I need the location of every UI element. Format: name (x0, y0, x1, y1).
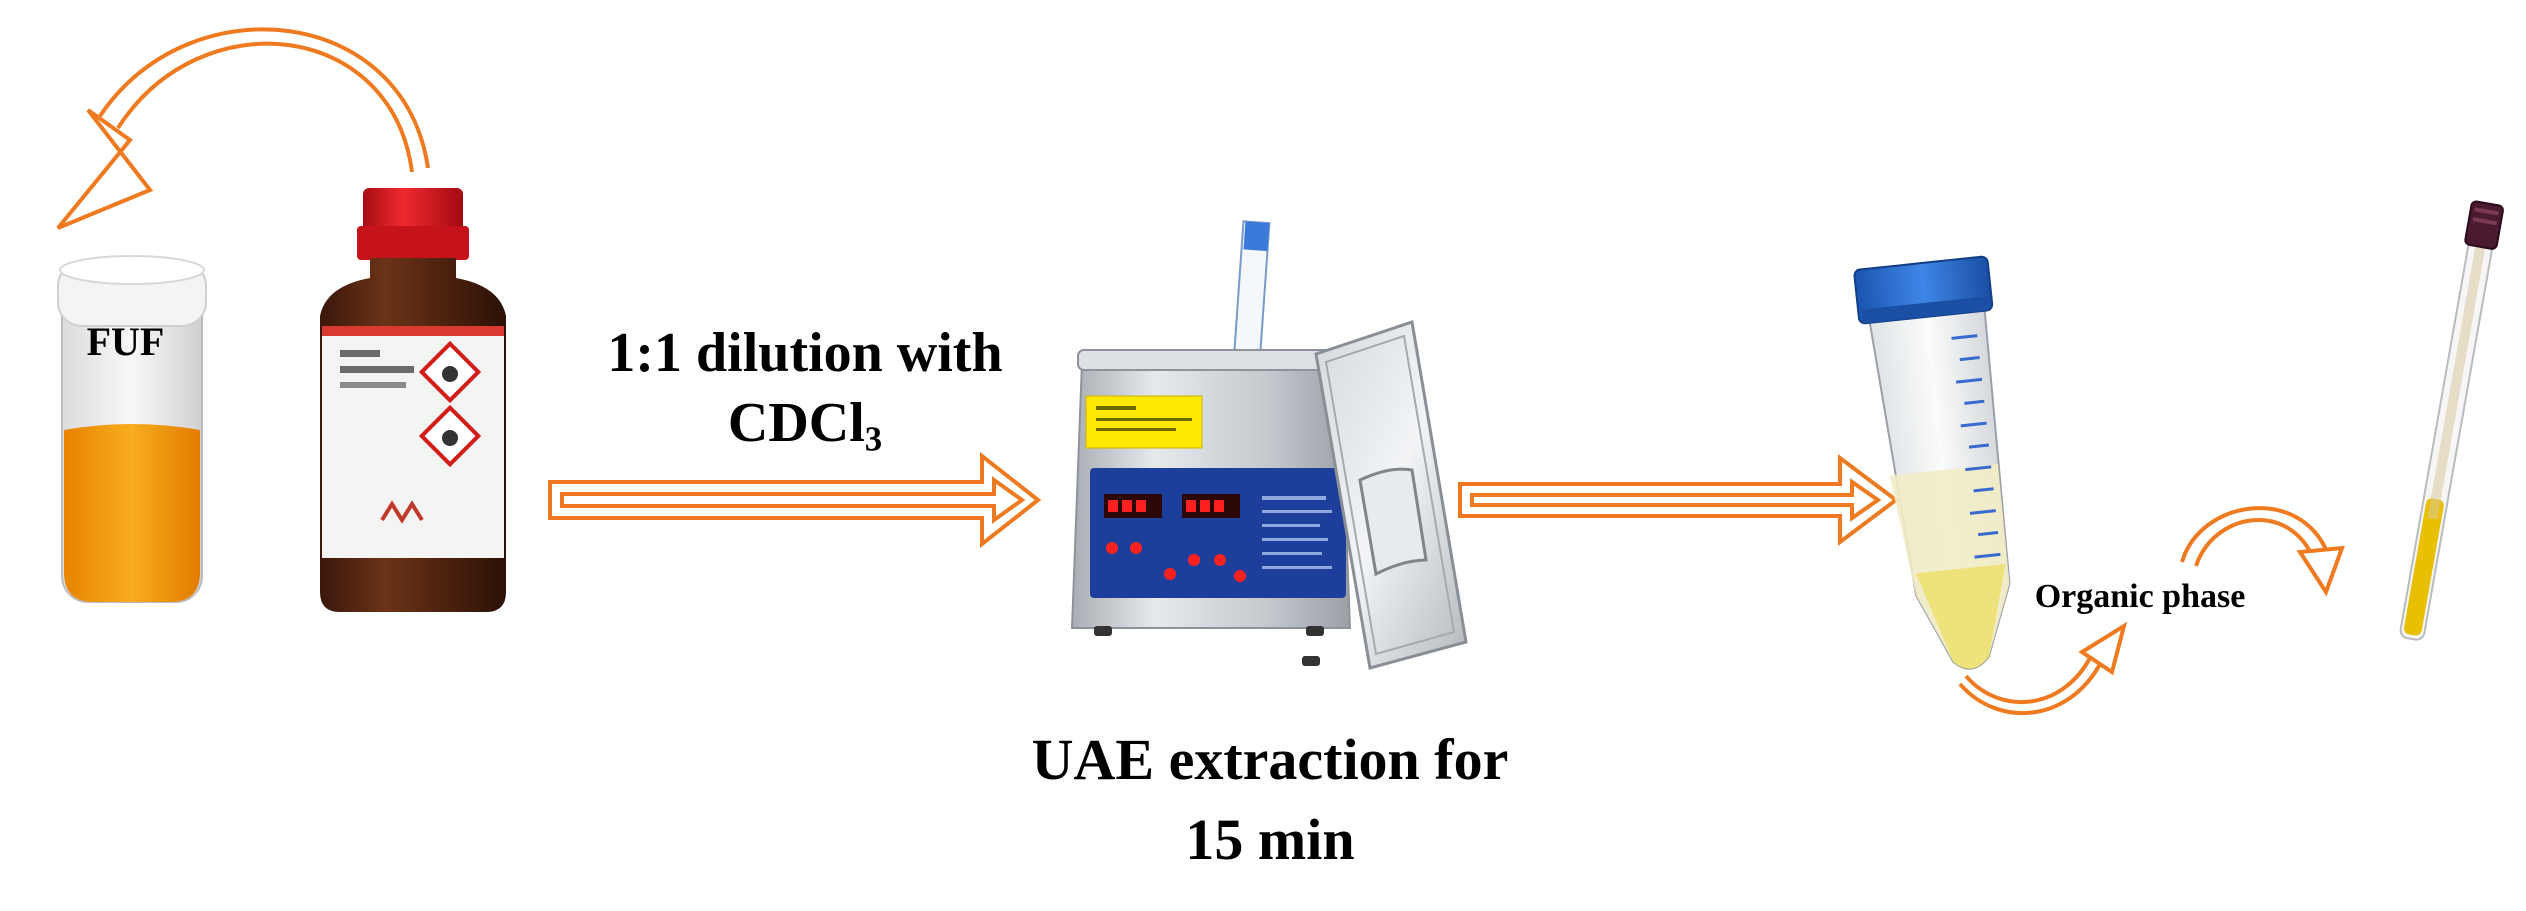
solvent-formula-subscript: 3 (864, 419, 883, 459)
double-arrow-icon (548, 451, 1042, 549)
dilution-line-2: CDCl3 (545, 388, 1065, 475)
vial-icon (57, 255, 207, 603)
extraction-line-2: 15 min (1185, 807, 1355, 872)
dilution-line-1: 1:1 dilution with (607, 322, 1003, 384)
extraction-line-1: UAE extraction for (1031, 727, 1509, 792)
solvent-formula: CDCl (727, 392, 865, 454)
sample-label: FUF (86, 319, 165, 364)
organic-phase-label: Organic phase (2034, 578, 2246, 615)
extraction-step-label: UAE extraction for 15 min (960, 720, 1580, 880)
centrifuge-tube-icon (1853, 255, 2011, 670)
dilution-step-label: 1:1 dilution with CDCl3 (545, 318, 1065, 475)
ultrasonic-bath-icon (1070, 220, 1468, 670)
curved-arrow-icon (1958, 621, 2128, 716)
double-arrow-icon (1458, 454, 1900, 546)
curved-arrow-icon (56, 27, 430, 230)
reagent-bottle-icon (320, 188, 506, 612)
curved-arrow-icon (2180, 506, 2345, 597)
nmr-tube-icon (2399, 200, 2504, 641)
